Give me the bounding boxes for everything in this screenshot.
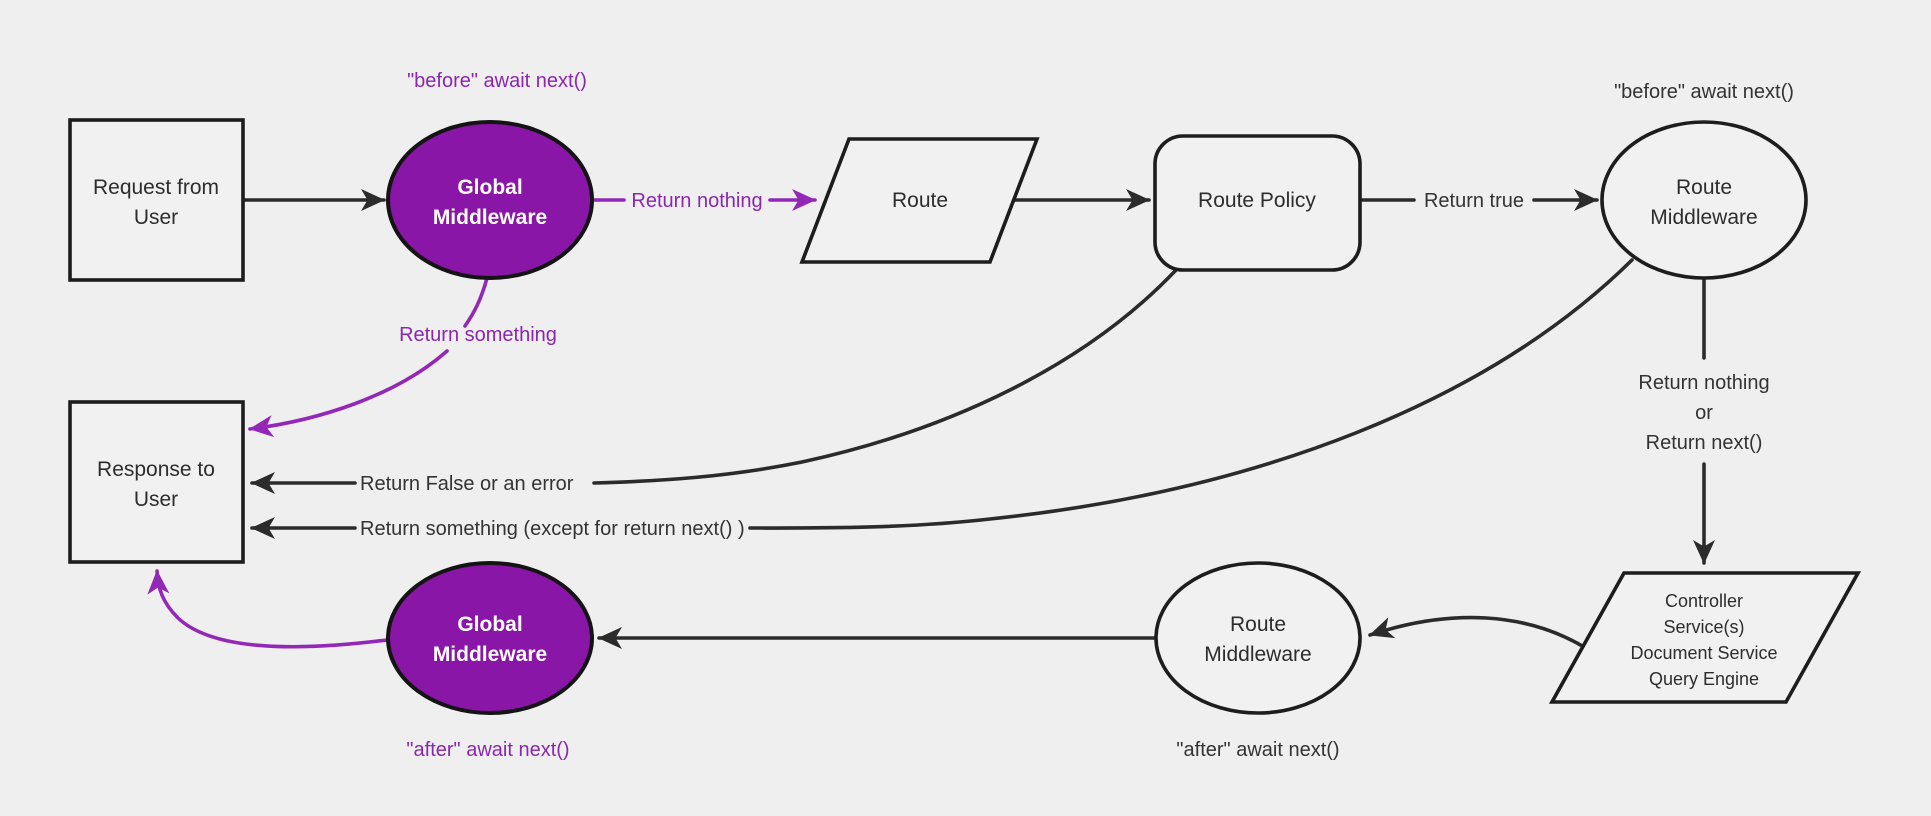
return-something-except-label: Return something (except for return next… — [360, 518, 745, 540]
route-policy-node-label: Route Policy — [1198, 189, 1316, 212]
before-await-next-global-label: "before" await next() — [407, 70, 587, 92]
route-middleware-bottom-node — [1154, 561, 1362, 715]
edge-controller-to-route-middleware-bottom — [1368, 615, 1594, 654]
route-node — [799, 137, 1040, 264]
global-middleware-bottom-node — [386, 561, 594, 715]
controller-node-label-line3: Document Service — [1630, 643, 1777, 663]
global-middleware-top-label-line2: Middleware — [433, 206, 547, 229]
response-to-user-node — [68, 400, 245, 564]
route-policy-node — [1153, 134, 1362, 272]
global-middleware-bottom-label-line1: Global — [457, 613, 522, 636]
route-middleware-top-label-line2: Middleware — [1650, 206, 1757, 229]
route-middleware-bottom-label-line2: Middleware — [1204, 643, 1311, 666]
request-node-label-line1: Request from — [93, 176, 219, 199]
edge-return-something-upper-segment — [463, 276, 489, 328]
controller-services-node — [1548, 571, 1862, 704]
route-node-label: Route — [892, 189, 948, 212]
route-middleware-top-node — [1600, 120, 1808, 280]
response-node-label-line1: Response to — [97, 458, 215, 481]
response-node-label-line2: User — [134, 488, 178, 511]
route-middleware-top-label-line1: Route — [1676, 176, 1732, 199]
after-await-next-global-label: "after" await next() — [406, 739, 569, 761]
after-await-next-route-label: "after" await next() — [1176, 739, 1339, 761]
return-nothing-label: Return nothing — [631, 190, 762, 212]
edge-route-policy-to-response-curve — [592, 268, 1178, 485]
return-true-label: Return true — [1424, 190, 1524, 212]
global-middleware-top-label-line1: Global — [457, 176, 522, 199]
request-from-user-node — [68, 118, 245, 282]
edge-route-middleware-to-response-curve — [748, 258, 1634, 530]
return-false-or-error-label: Return False or an error — [360, 473, 574, 495]
request-node-label-line2: User — [134, 206, 178, 229]
edge-return-something-arrow-segment — [248, 349, 449, 438]
global-middleware-bottom-label-line2: Middleware — [433, 643, 547, 666]
return-nothing-or-label-line2: or — [1695, 402, 1713, 424]
controller-node-label-line2: Service(s) — [1663, 617, 1744, 637]
before-await-next-route-label: "before" await next() — [1614, 81, 1794, 103]
controller-node-label-line4: Query Engine — [1649, 669, 1759, 689]
global-middleware-top-node — [386, 120, 594, 280]
return-nothing-or-label-line3: Return next() — [1646, 432, 1763, 454]
return-nothing-or-label-line1: Return nothing — [1638, 372, 1769, 394]
route-middleware-bottom-label-line1: Route — [1230, 613, 1286, 636]
return-something-label: Return something — [399, 324, 557, 346]
controller-node-label-line1: Controller — [1665, 591, 1743, 611]
edge-global-middleware-bottom-to-response — [147, 569, 389, 649]
